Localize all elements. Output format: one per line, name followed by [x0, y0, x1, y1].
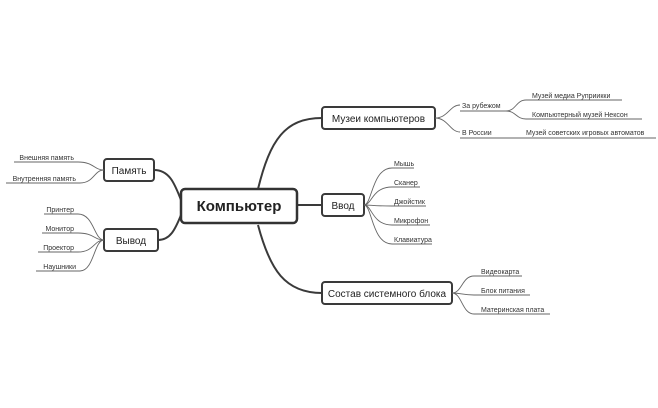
edge-abroad-item2	[505, 110, 527, 120]
input-item-1[interactable]: Мышь	[394, 161, 414, 168]
output-item-2[interactable]: Монитор	[46, 226, 75, 233]
edge-output-headphones	[79, 239, 105, 272]
edge-sysblock-gpu	[451, 275, 475, 294]
edge-center-output	[157, 214, 182, 241]
group-abroad-label[interactable]: За рубежом	[462, 102, 501, 110]
edge-center-memory	[153, 169, 182, 201]
edge-input-joystick	[363, 204, 393, 207]
output-item-3[interactable]: Проектор	[43, 245, 74, 252]
edge-output-monitor	[77, 232, 105, 241]
edge-output-printer	[77, 213, 105, 241]
memory-item-2[interactable]: Внутренняя память	[13, 176, 77, 183]
input-item-5[interactable]: Клавиатура	[394, 237, 432, 244]
output-item-4[interactable]: Наушники	[43, 264, 76, 271]
group-russia-label[interactable]: В России	[462, 130, 492, 137]
edge-memory-internal	[79, 169, 105, 184]
edge-museums-russia	[434, 117, 461, 133]
abroad-item-2[interactable]: Компьютерный музей Нексон	[532, 111, 628, 119]
sysblock-label: Состав системного блока	[328, 288, 447, 300]
sysblock-item-3[interactable]: Материнская плата	[481, 307, 544, 314]
edge-input-keyboard	[363, 204, 393, 245]
input-item-4[interactable]: Микрофон	[394, 218, 428, 225]
edge-center-sysblock	[257, 224, 323, 294]
center-label: Компьютер	[197, 198, 282, 215]
input-item-2[interactable]: Сканер	[394, 180, 418, 187]
memory-label: Память	[112, 166, 147, 177]
sysblock-item-2[interactable]: Блок питания	[481, 288, 525, 295]
museums-label: Музеи компьютеров	[332, 114, 425, 125]
sysblock-item-1[interactable]: Видеокарта	[481, 269, 519, 276]
edge-abroad-item1	[505, 99, 527, 112]
edge-memory-external	[77, 161, 105, 171]
input-label: Ввод	[331, 201, 354, 212]
edge-center-museums	[257, 117, 323, 190]
edge-input-microphone	[363, 204, 393, 226]
center-node[interactable]	[179, 187, 299, 225]
edge-input-scanner	[363, 186, 393, 206]
edge-museums-abroad	[434, 104, 461, 119]
russia-item-1[interactable]: Музей советских игровых автоматов	[526, 129, 645, 137]
output-label: Вывод	[116, 236, 146, 247]
edge-sysblock-mb	[451, 292, 475, 315]
memory-item-1[interactable]: Внешняя память	[19, 155, 74, 162]
edge-input-mouse	[363, 167, 393, 206]
output-item-1[interactable]: Принтер	[46, 207, 74, 214]
input-item-3[interactable]: Джойстик	[394, 198, 426, 206]
abroad-item-1[interactable]: Музей медиа Руприикки	[532, 92, 610, 100]
